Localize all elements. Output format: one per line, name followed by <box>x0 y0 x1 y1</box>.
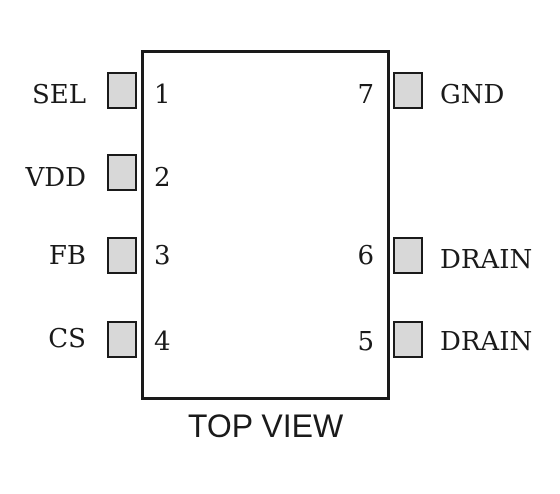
pin-5-pad <box>393 321 423 358</box>
pin-1-number: 1 <box>154 80 171 110</box>
pin-3-pad <box>107 237 137 274</box>
pin-1-pad <box>107 72 137 109</box>
pin-6-pad <box>393 237 423 274</box>
pin-3-name: FB <box>48 241 86 271</box>
pin-3-number: 3 <box>154 241 171 271</box>
pin-6-name: DRAIN <box>440 245 533 275</box>
pin-1-name: SEL <box>31 80 86 110</box>
pin-5-name: DRAIN <box>440 327 533 357</box>
pin-7-name: GND <box>440 80 505 110</box>
diagram-caption: TOP VIEW <box>187 408 344 444</box>
pin-7-pad <box>393 72 423 109</box>
pin-7-number: 7 <box>357 80 374 110</box>
ic-package-body <box>141 50 390 400</box>
pin-6-number: 6 <box>357 241 374 271</box>
pin-4-name: CS <box>48 324 86 354</box>
pin-2-pad <box>107 154 137 191</box>
pin-4-number: 4 <box>154 327 171 357</box>
pin-2-name: VDD <box>25 163 86 193</box>
pin-5-number: 5 <box>357 327 374 357</box>
pin-2-number: 2 <box>154 163 171 193</box>
pin-4-pad <box>107 321 137 358</box>
